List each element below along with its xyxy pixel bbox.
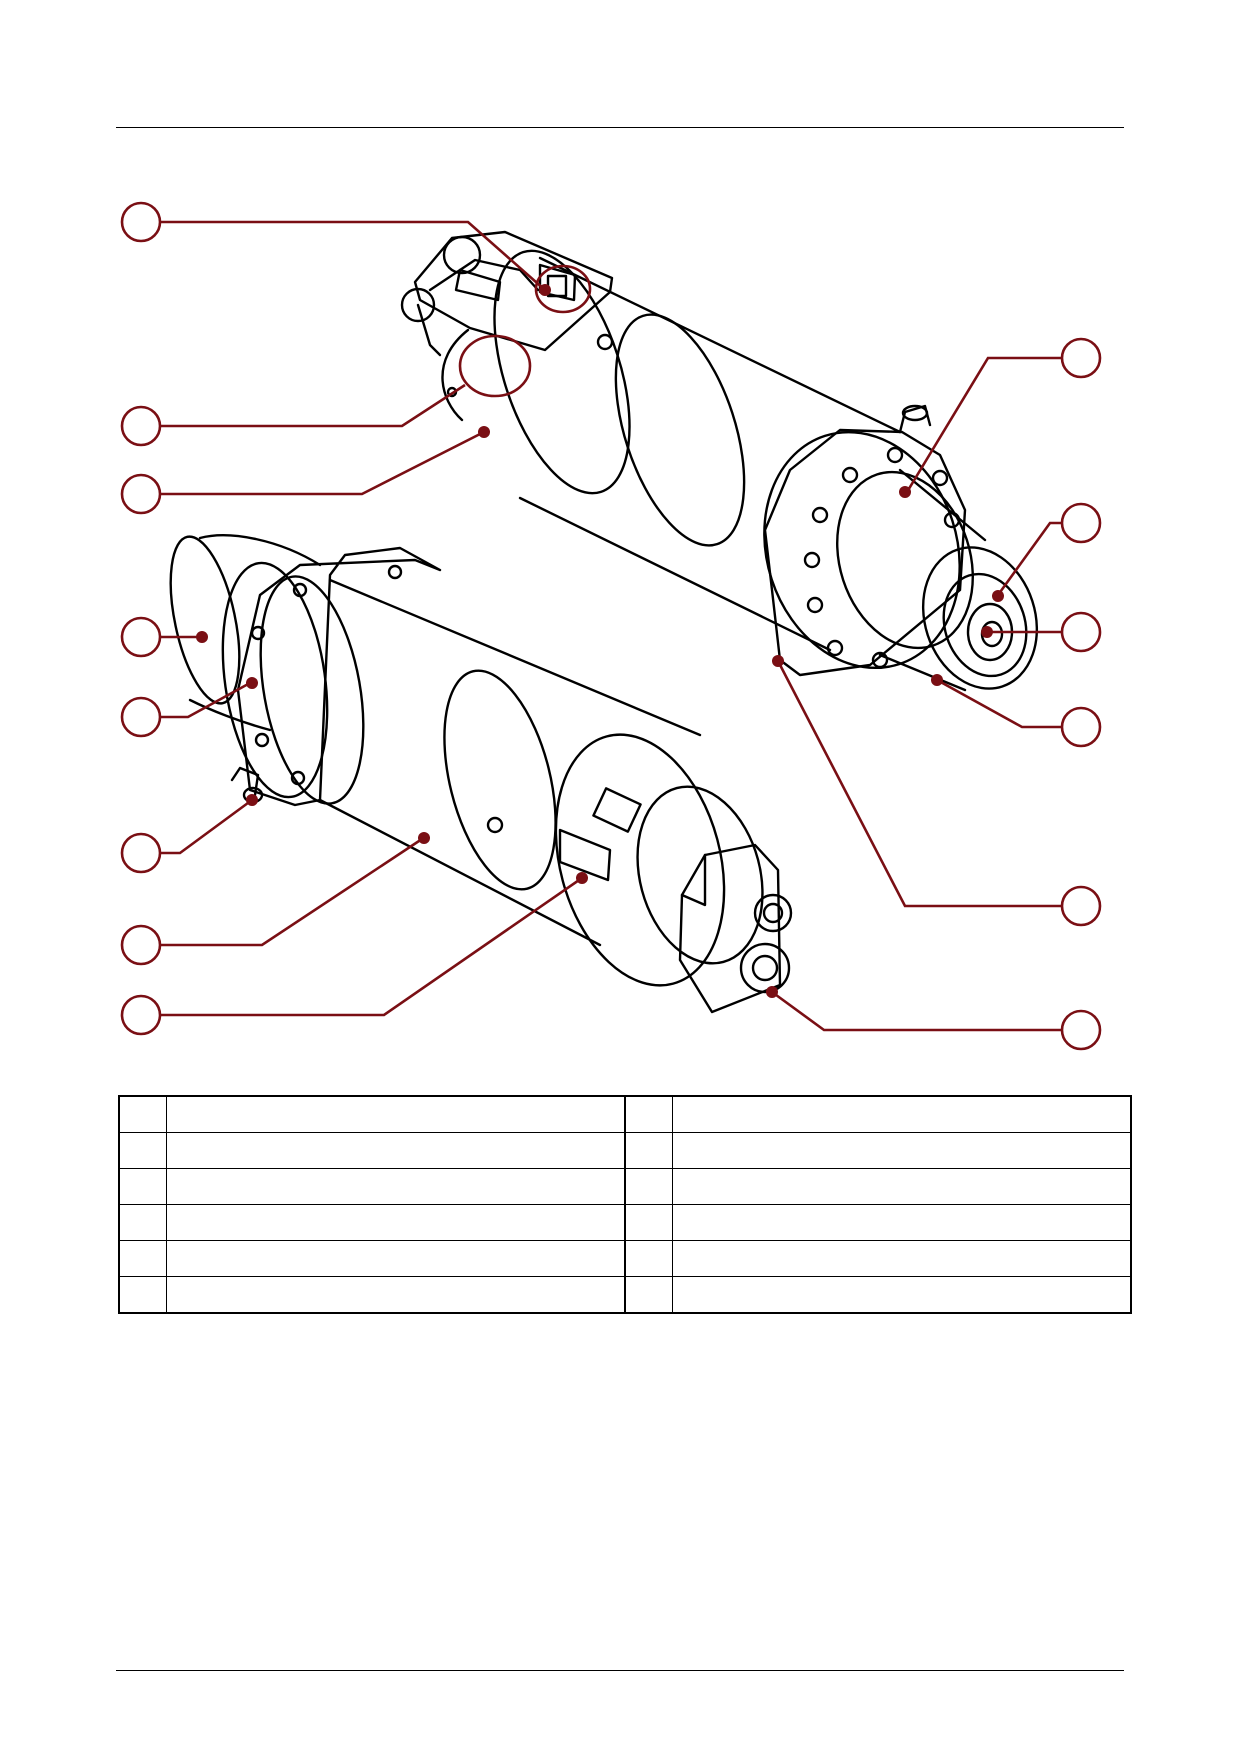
right-number-cell xyxy=(624,1204,673,1241)
callout-balloon-6 xyxy=(120,832,162,874)
table-row xyxy=(118,1204,1132,1241)
right-description-cell xyxy=(672,1095,1132,1133)
table-row xyxy=(118,1132,1132,1169)
right-description-cell xyxy=(672,1240,1132,1277)
right-description-cell xyxy=(672,1276,1132,1314)
right-number-cell xyxy=(624,1168,673,1205)
callout-balloon-1 xyxy=(120,201,162,243)
callout-balloon-14 xyxy=(1060,1009,1102,1051)
left-description-cell xyxy=(166,1240,626,1277)
spindle-a-drawing xyxy=(400,230,1039,692)
right-number-cell xyxy=(624,1095,673,1133)
table-row xyxy=(118,1276,1132,1314)
left-description-cell xyxy=(166,1132,626,1169)
callout-balloon-11 xyxy=(1060,611,1102,653)
left-number-cell xyxy=(118,1168,167,1205)
left-number-cell xyxy=(118,1204,167,1241)
callout-balloon-5 xyxy=(120,696,162,738)
callout-balloon-4 xyxy=(120,616,162,658)
left-description-cell xyxy=(166,1095,626,1133)
header-rule xyxy=(116,127,1124,128)
table-row xyxy=(118,1095,1132,1133)
callout-balloon-3 xyxy=(120,473,162,515)
callout-balloon-7 xyxy=(120,924,162,966)
callout-balloon-10 xyxy=(1060,502,1102,544)
leader-lines xyxy=(160,220,1062,1032)
left-number-cell xyxy=(118,1240,167,1277)
table-row xyxy=(118,1168,1132,1205)
detail-circle-a2 xyxy=(458,334,532,398)
callout-balloon-8 xyxy=(120,994,162,1036)
left-number-cell xyxy=(118,1276,167,1314)
left-description-cell xyxy=(166,1204,626,1241)
right-description-cell xyxy=(672,1204,1132,1241)
table-row xyxy=(118,1240,1132,1277)
callout-balloon-2 xyxy=(120,405,162,447)
spindle-b-drawing xyxy=(169,534,793,1014)
left-number-cell xyxy=(118,1095,167,1133)
right-number-cell xyxy=(624,1132,673,1169)
detail-circle-a1 xyxy=(534,264,592,314)
footer-rule xyxy=(116,1670,1124,1671)
spindle-diagram xyxy=(120,201,1102,1051)
callout-balloon-13 xyxy=(1060,885,1102,927)
callout-balloon-12 xyxy=(1060,706,1102,748)
right-description-cell xyxy=(672,1132,1132,1169)
callout-balloon-9 xyxy=(1060,337,1102,379)
right-number-cell xyxy=(624,1240,673,1277)
left-number-cell xyxy=(118,1132,167,1169)
right-number-cell xyxy=(624,1276,673,1314)
parts-table xyxy=(118,1095,1132,1314)
left-description-cell xyxy=(166,1276,626,1314)
leader-dots xyxy=(196,284,1004,998)
right-description-cell xyxy=(672,1168,1132,1205)
left-description-cell xyxy=(166,1168,626,1205)
